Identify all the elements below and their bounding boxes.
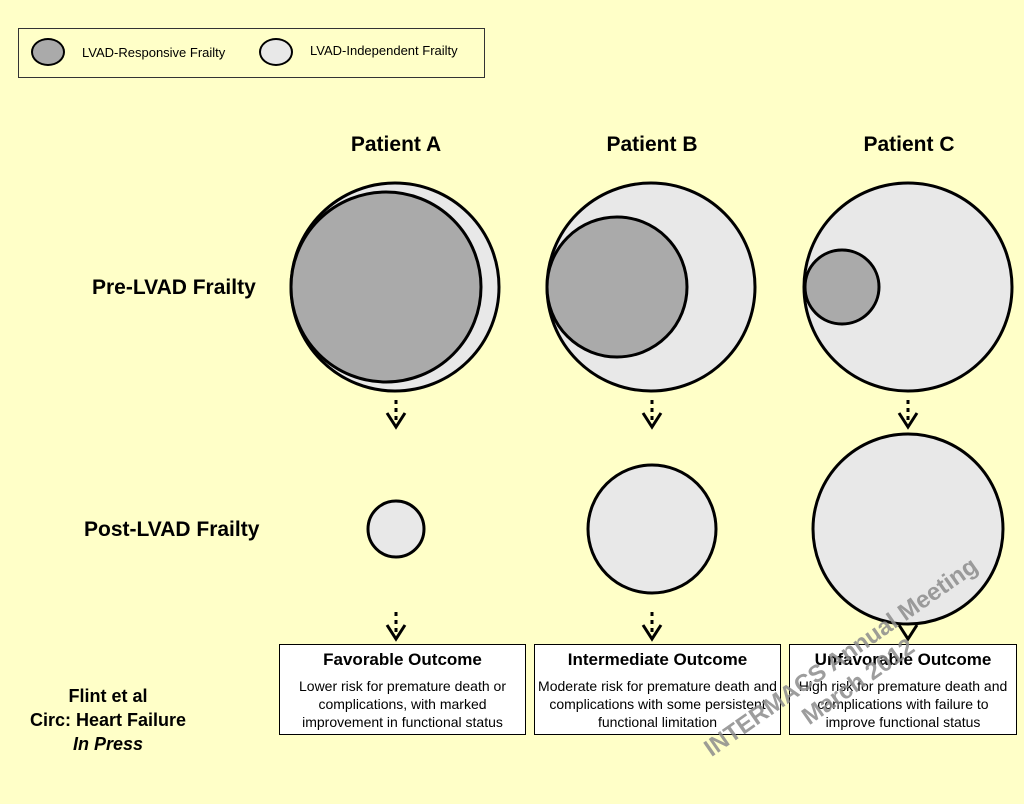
legend-label-responsive: LVAD-Responsive Frailty	[82, 45, 226, 60]
outcome-box-favorable: Favorable Outcome Lower risk for prematu…	[279, 644, 526, 735]
arrow-c-pre-post	[897, 400, 919, 430]
column-title-patient-b: Patient B	[606, 133, 698, 156]
arrow-a-post-outcome	[385, 612, 407, 642]
patient-b-pre-responsive-circle	[545, 215, 689, 359]
column-title-patient-a: Patient A	[350, 133, 442, 156]
patient-a-post-circle	[366, 499, 426, 559]
outcome-desc-intermediate: Moderate risk for premature death and co…	[538, 678, 777, 730]
arrow-b-pre-post	[641, 400, 663, 430]
outcome-desc-unfavorable: High risk for premature death and compli…	[798, 678, 1008, 730]
citation-journal: Circ: Heart Failure	[29, 710, 187, 730]
patient-c-post-circle	[811, 432, 1005, 626]
patient-c-pre-responsive-circle	[803, 248, 881, 326]
outcome-box-intermediate: Intermediate Outcome Moderate risk for p…	[534, 644, 781, 735]
arrow-b-post-outcome	[641, 612, 663, 642]
citation: Flint et al Circ: Heart Failure In Press	[8, 684, 208, 756]
outcome-title-intermediate: Intermediate Outcome	[567, 650, 748, 669]
column-title-patient-c: Patient C	[863, 133, 955, 156]
outcome-title-favorable: Favorable Outcome	[323, 650, 482, 669]
legend: LVAD-Responsive Frailty LVAD-Independent…	[18, 28, 485, 78]
legend-swatch-independent	[259, 38, 293, 66]
outcome-box-unfavorable: Unfavorable Outcome High risk for premat…	[789, 644, 1017, 735]
citation-status: In Press	[72, 734, 144, 754]
arrow-c-post-outcome	[897, 624, 919, 642]
legend-swatch-responsive	[31, 38, 65, 66]
citation-authors: Flint et al	[68, 686, 148, 706]
frailty-diagram	[289, 181, 1014, 642]
arrow-a-pre-post	[385, 400, 407, 430]
patient-a-pre-responsive-circle	[289, 190, 483, 384]
row-label-post-lvad: Post-LVAD Frailty	[84, 518, 260, 541]
legend-label-independent: LVAD-Independent Frailty	[310, 43, 458, 58]
outcome-title-unfavorable: Unfavorable Outcome	[814, 650, 992, 669]
outcome-desc-favorable: Lower risk for premature death or compli…	[299, 678, 506, 730]
patient-b-post-circle	[586, 463, 718, 595]
row-label-pre-lvad: Pre-LVAD Frailty	[92, 276, 256, 299]
